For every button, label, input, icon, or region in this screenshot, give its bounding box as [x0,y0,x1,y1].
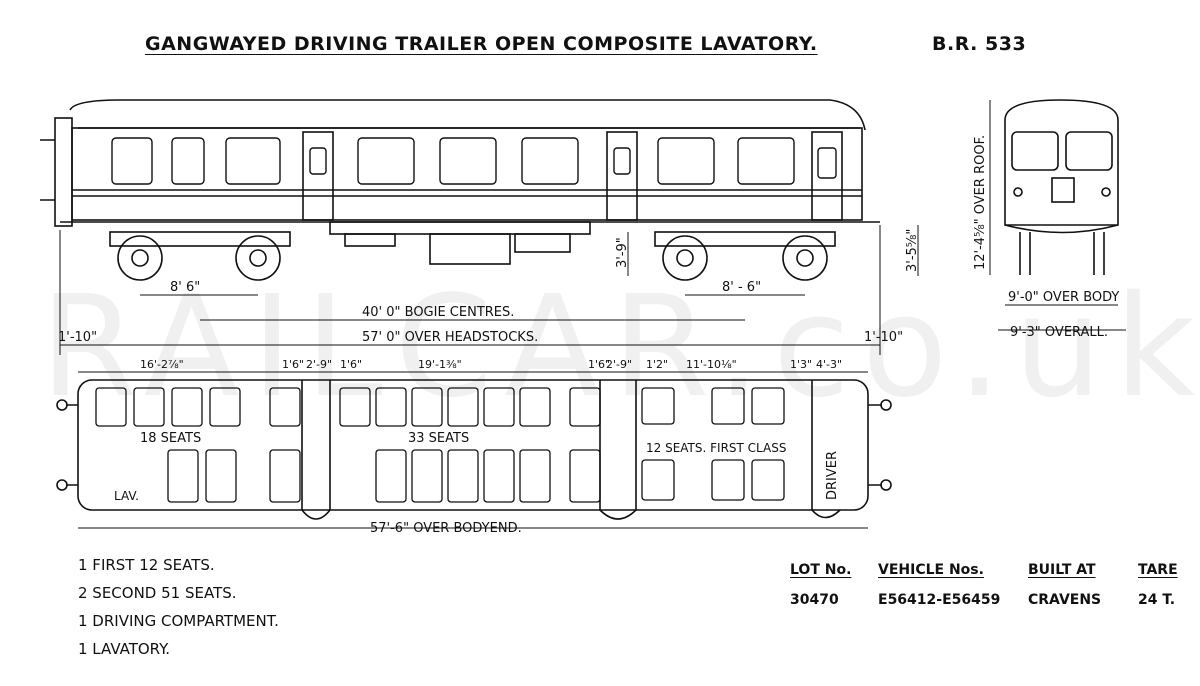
seat [205,449,237,503]
seat [447,387,479,427]
table-header-lot: LOT No. [790,562,852,578]
bogie-centres-label: 40' 0" BOGIE CENTRES. [362,305,514,320]
seat [711,459,745,501]
plan-dim-label: 2'-9" [306,358,332,371]
seat [269,387,301,427]
seat [751,387,785,425]
side-elevation [40,99,880,265]
height-right-label: 3'-5⅝" [905,229,920,272]
plan-dim-label: 11'-10⅛" [686,358,737,371]
seat [95,387,127,427]
bogie-wheelbase-right: 8' - 6" [722,280,761,295]
bogie-right [654,231,836,281]
end-view [1004,99,1119,275]
height-mid-label: 3'-9" [615,237,630,268]
seat [411,449,443,503]
seat [519,449,551,503]
seat [711,387,745,425]
table-cell-tare: 24 T. [1138,592,1176,608]
seat [483,387,515,427]
seat [641,387,675,425]
seat [339,387,371,427]
plan-view [56,379,892,520]
seat [209,387,241,427]
seats-18-label: 18 SEATS [140,431,201,446]
side-windows [111,137,837,185]
driver-label: DRIVER [825,451,840,500]
overhang-left-label: 1'-10" [58,330,97,345]
plan-dim-label: 19'-1⅜" [418,358,462,371]
summary-line-4: 1 LAVATORY. [78,640,171,658]
over-bodyend-label: 57'-6" OVER BODYEND. [370,521,522,536]
over-body-label: 9'-0" OVER BODY [1008,290,1119,305]
watermark: RAILCAR.co.uk [40,266,1200,429]
seat-layout [95,387,785,503]
seat [569,449,601,503]
table-header-vehicle: VEHICLE Nos. [878,562,984,578]
seat [641,459,675,501]
table-cell-lot: 30470 [790,592,839,608]
plan-dim-label: 16'-2⅞" [140,358,184,371]
plan-dim-label: 4'-3" [816,358,842,371]
seat [751,459,785,501]
seats-33-label: 33 SEATS [408,431,469,446]
plan-dim-label: 1'6" [588,358,610,371]
seat [519,387,551,427]
seat [483,449,515,503]
table-header-built: BUILT AT [1028,562,1096,578]
seat [133,387,165,427]
overhang-right-label: 1'-10" [864,330,903,345]
diagram-number: B.R. 533 [932,33,1027,55]
plan-dim-label: 1'2" [646,358,668,371]
seat [171,387,203,427]
seat [375,387,407,427]
plan-dim-label: 1'6" [340,358,362,371]
seat [375,449,407,503]
seat [269,449,301,503]
bogie-wheelbase-left: 8' 6" [170,280,200,295]
summary-line-3: 1 DRIVING COMPARTMENT. [78,612,279,630]
plan-dimensions: 16'-2⅞"1'6"2'-9"1'6"19'-1⅜"1'6"2'-9"1'2"… [140,358,842,371]
seat [569,387,601,427]
lav-label: LAV. [114,489,139,503]
table-cell-built: CRAVENS [1028,592,1102,608]
diagram-title: GANGWAYED DRIVING TRAILER OPEN COMPOSITE… [145,33,818,55]
bogie-left [109,231,291,281]
overall-label: 9'-3" OVERALL. [1010,325,1108,340]
seat [447,449,479,503]
seat [411,387,443,427]
summary-line-1: 1 FIRST 12 SEATS. [78,556,215,574]
seats-12-label: 12 SEATS. FIRST CLASS [646,441,786,455]
seat [167,449,199,503]
over-headstocks-label: 57' 0" OVER HEADSTOCKS. [362,330,538,345]
table-header-tare: TARE [1138,562,1178,578]
over-roof-label: 12'-4⅝" OVER ROOF. [973,135,988,270]
summary-line-2: 2 SECOND 51 SEATS. [78,584,237,602]
plan-dim-label: 1'6" [282,358,304,371]
plan-dim-label: 2'-9" [606,358,632,371]
table-cell-vehicle: E56412-E56459 [878,592,1001,608]
plan-dim-label: 1'3" [790,358,812,371]
